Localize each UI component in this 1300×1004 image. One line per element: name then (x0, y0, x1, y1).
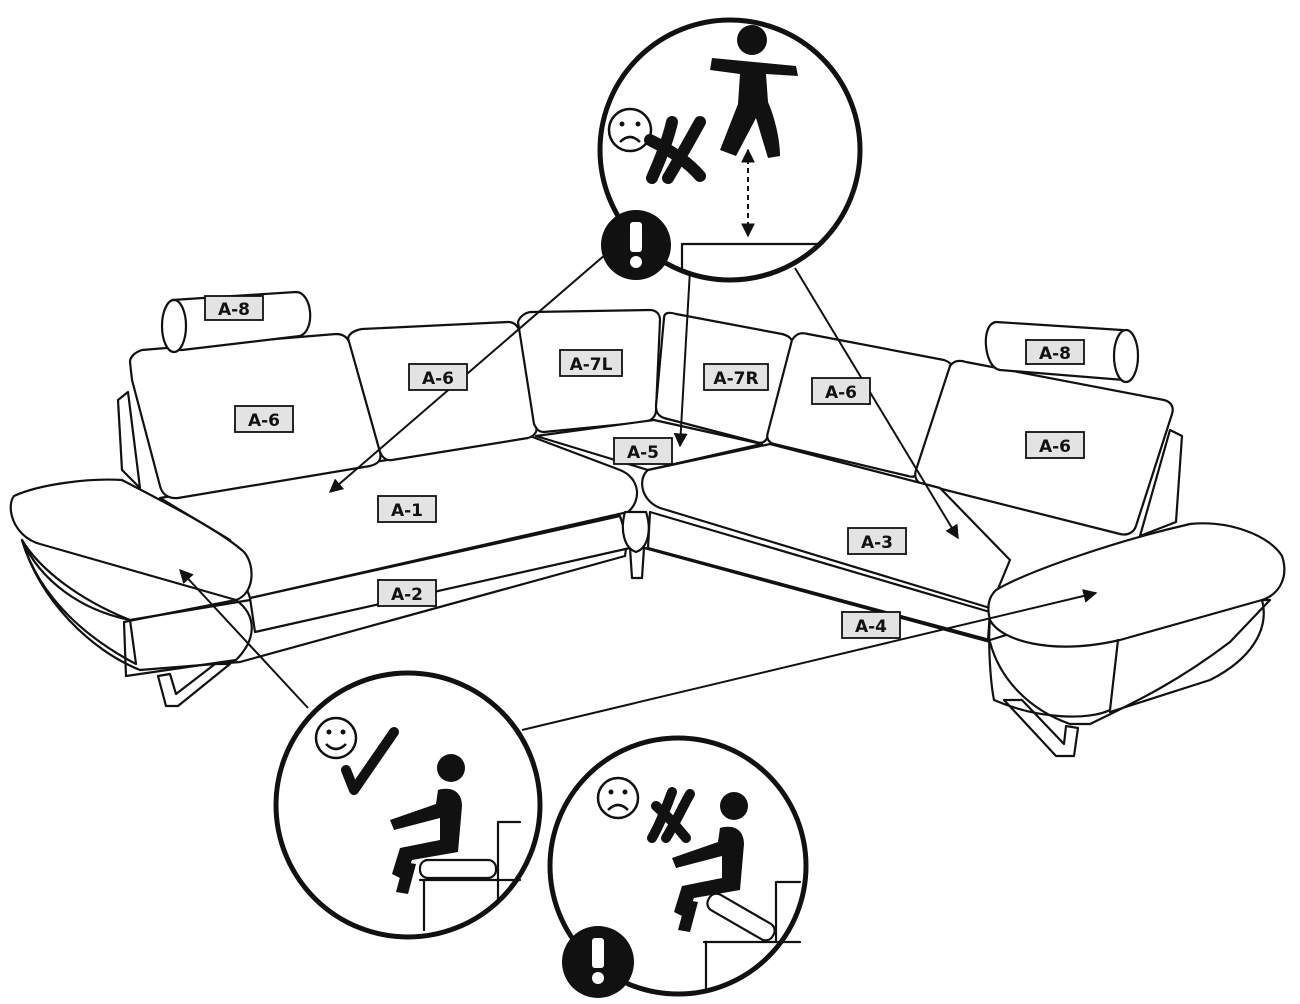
sad-face-icon-2 (596, 776, 640, 820)
svg-text:A-6: A-6 (422, 369, 454, 389)
svg-text:A-7R: A-7R (713, 369, 758, 389)
left-armrest-side (20, 538, 138, 666)
sitting-person-icon-2 (672, 792, 748, 932)
checkmark-icon (341, 727, 399, 795)
cross-icon (644, 116, 706, 184)
label-a6-back-right: A-6 (1025, 431, 1085, 459)
warning-icon-2 (562, 926, 634, 998)
backrest-edge (680, 242, 820, 274)
svg-text:A-7L: A-7L (570, 355, 613, 375)
left-armrest-front (122, 598, 253, 678)
svg-text:A-6: A-6 (825, 383, 857, 403)
right-armrest-side (1108, 598, 1265, 714)
svg-text:A-5: A-5 (627, 443, 659, 463)
right-side-frame (1138, 428, 1184, 538)
left-side-frame (116, 390, 142, 490)
label-a7l: A-7L (559, 349, 623, 377)
label-a4: A-4 (841, 611, 901, 639)
callout-sit-armrest-ok (273, 670, 543, 940)
svg-text:A-2: A-2 (391, 585, 423, 605)
svg-text:A-4: A-4 (855, 617, 887, 637)
center-joint (621, 510, 650, 554)
callout-no-lean-armrest (547, 735, 809, 998)
svg-text:A-6: A-6 (248, 411, 280, 431)
svg-text:A-3: A-3 (861, 533, 893, 553)
label-a6-mid-left: A-6 (408, 363, 468, 391)
back-cushion-a6-mid-left (346, 320, 538, 462)
corner-sofa (9, 290, 1286, 758)
part-labels: A-8 A-8 A-6 A-6 A-7L A-7R A-6 A-6 (204, 295, 1085, 639)
svg-text:A-8: A-8 (1039, 344, 1071, 364)
svg-text:A-6: A-6 (1039, 437, 1071, 457)
sad-face-icon (607, 107, 653, 153)
standing-person-icon (710, 25, 798, 158)
cross-icon-2 (647, 787, 695, 843)
right-armrest-front (988, 618, 1120, 718)
right-leg (1002, 698, 1080, 758)
label-a8-right: A-8 (1025, 339, 1085, 365)
label-a7r: A-7R (703, 363, 769, 391)
label-a6-mid-right: A-6 (811, 377, 871, 405)
label-a8-left: A-8 (204, 295, 264, 321)
svg-text:A-1: A-1 (391, 501, 423, 521)
label-a6-back-left: A-6 (234, 405, 294, 433)
callout-do-not-stand (597, 17, 863, 283)
happy-face-icon (314, 716, 358, 760)
leader-lines (179, 253, 1098, 731)
headrest-left (160, 290, 312, 354)
sitting-person-icon (390, 754, 465, 894)
label-a3: A-3 (847, 527, 907, 555)
svg-text:A-8: A-8 (218, 300, 250, 320)
seat-cushion-right (641, 442, 1012, 610)
label-a2: A-2 (377, 579, 437, 607)
warning-icon (601, 210, 671, 280)
label-a5: A-5 (613, 437, 673, 465)
label-a1: A-1 (377, 495, 437, 523)
